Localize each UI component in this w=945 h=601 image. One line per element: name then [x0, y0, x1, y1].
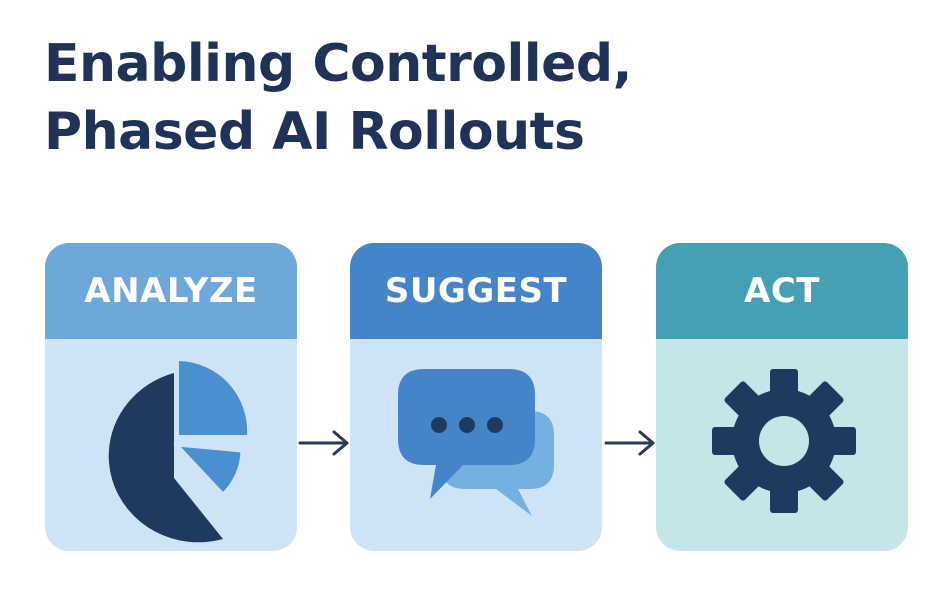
- arrow-right-icon-2: [604, 430, 655, 456]
- arrow-right-icon: [298, 430, 349, 456]
- title-line-1: Enabling Controlled,: [44, 34, 632, 94]
- step-body-suggest: [350, 339, 602, 551]
- pie-slice-exploded: [179, 361, 248, 435]
- step-body-act: [656, 339, 908, 551]
- pie-slice-lower: [173, 443, 244, 497]
- title-line-2: Phased AI Rollouts: [44, 102, 585, 162]
- gear-icon: [712, 369, 856, 513]
- step-card-analyze: ANALYZE: [45, 243, 297, 551]
- chat-dot-1: [431, 417, 447, 433]
- page-title: Enabling Controlled, Phased AI Rollouts: [44, 30, 632, 166]
- chat-bubble-front: [398, 369, 535, 499]
- pie-slice-main: [108, 373, 223, 543]
- step-header-suggest: SUGGEST: [350, 243, 602, 339]
- chat-bubbles-icon: [398, 369, 554, 516]
- gear-hole: [759, 416, 809, 466]
- step-card-act: ACT: [656, 243, 908, 551]
- step-card-suggest: SUGGEST: [350, 243, 602, 551]
- step-body-analyze: [45, 339, 297, 551]
- step-header-analyze: ANALYZE: [45, 243, 297, 339]
- chat-dot-3: [487, 417, 503, 433]
- pie-chart-icon: [108, 361, 248, 543]
- step-header-act: ACT: [656, 243, 908, 339]
- chat-dot-2: [459, 417, 475, 433]
